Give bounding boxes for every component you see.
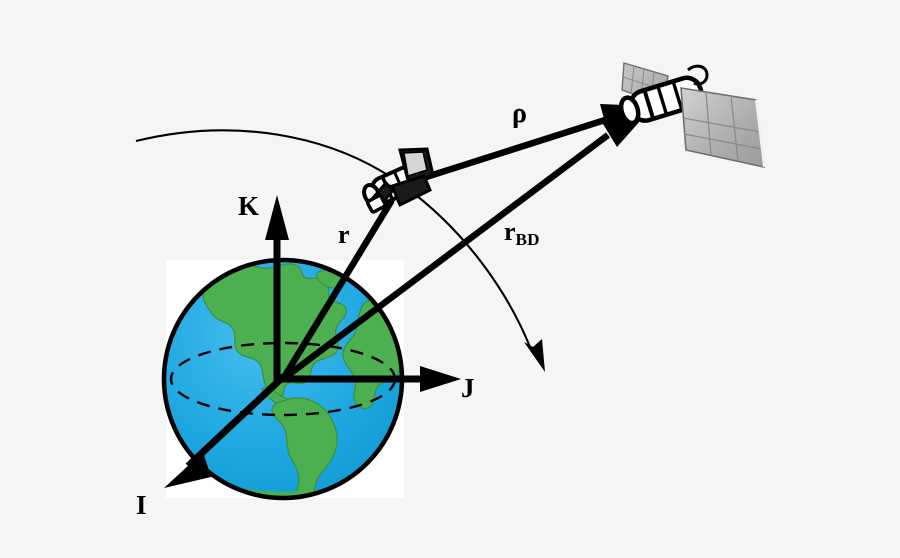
satellite-antenna-loop (687, 64, 709, 86)
axis-J-arrowhead (420, 366, 461, 392)
vector-label-r: r (338, 220, 350, 249)
land-south-america (271, 397, 338, 498)
satellite-end-cap (618, 95, 641, 126)
axis-J (281, 366, 461, 392)
satellite-band-3 (671, 80, 684, 111)
axis-K-arrowhead (265, 195, 289, 240)
solar-panel-right-grid (682, 91, 763, 162)
chase-wing-lower (389, 174, 432, 208)
satellite-band-2 (656, 85, 669, 116)
axis-label-K: K (238, 191, 260, 221)
solar-panel-right-edge (755, 99, 765, 168)
spacecraft-chase (362, 147, 435, 214)
vector-label-rho: ρ (512, 98, 527, 129)
axis-I-arrowhead (164, 452, 211, 488)
solar-panel-right-face (680, 87, 765, 169)
axis-K (265, 195, 289, 381)
satellite-target (618, 62, 765, 169)
axis-I (164, 373, 287, 488)
vector-label-r-bd: rBD (504, 217, 540, 249)
chase-end-block (365, 193, 387, 214)
vector-label-r-bd-base: r (504, 217, 516, 246)
orbit-arc-arrowhead (524, 339, 545, 372)
axis-I-shaft (185, 373, 287, 469)
satellite-solar-panel-right (680, 87, 765, 169)
solar-panel-left-grid (622, 65, 667, 102)
axis-label-I: I (136, 490, 147, 520)
vector-r-bd-shaft (281, 132, 610, 382)
chase-panel-highlight (403, 151, 428, 177)
satellite-band-1 (642, 89, 656, 120)
vector-label-r-bd-subscript: BD (515, 230, 540, 250)
axis-label-J: J (461, 373, 475, 403)
vector-r-shaft (280, 198, 395, 381)
